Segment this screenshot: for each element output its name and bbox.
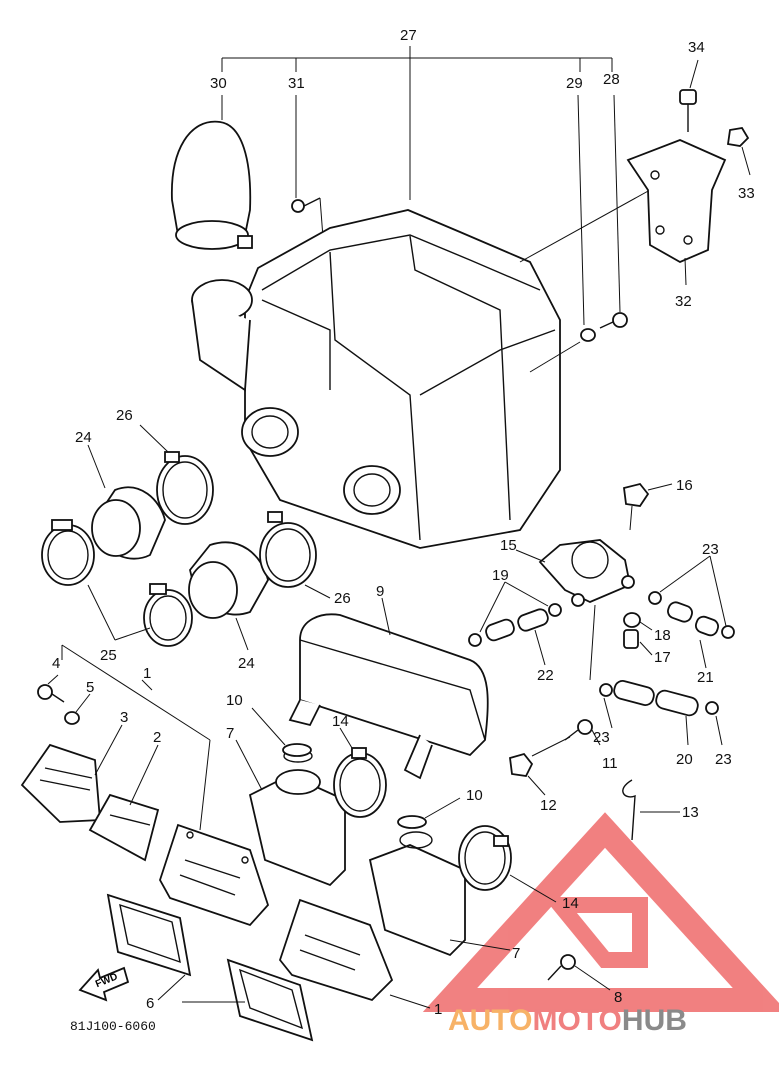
callout-12: 12 bbox=[540, 797, 557, 814]
callout-14-upper: 14 bbox=[332, 713, 349, 730]
callout-24-lower: 24 bbox=[238, 655, 255, 672]
callout-34: 34 bbox=[688, 39, 705, 56]
logo-triangle-icon bbox=[422, 812, 779, 1012]
callout-9: 9 bbox=[376, 583, 384, 600]
part-11-bolt bbox=[564, 719, 601, 746]
part-14-clamp-lower bbox=[458, 825, 557, 903]
callout-30: 30 bbox=[210, 75, 227, 92]
callout-28: 28 bbox=[603, 71, 620, 88]
callout-21: 21 bbox=[697, 669, 714, 686]
part-18-washer bbox=[623, 612, 653, 631]
part-14-clamp-upper bbox=[333, 727, 387, 818]
callout-27: 27 bbox=[400, 27, 417, 44]
callout-19: 19 bbox=[492, 567, 509, 584]
callout-15: 15 bbox=[500, 537, 517, 554]
callout-23-upper: 23 bbox=[702, 541, 719, 558]
part-6-gasket-left bbox=[106, 893, 192, 977]
part-34-bolt bbox=[679, 59, 699, 132]
part-25-clamp-left bbox=[41, 519, 95, 586]
callout-labels: 27 30 31 29 28 34 33 32 26 24 25 26 24 9… bbox=[52, 27, 755, 1018]
group-bracket-27 bbox=[221, 46, 613, 200]
callout-32: 32 bbox=[675, 293, 692, 310]
part-10-seal-upper bbox=[251, 707, 312, 757]
part-25-clamp-right bbox=[87, 583, 193, 647]
part-24-joint-lower bbox=[188, 541, 269, 651]
callout-18: 18 bbox=[654, 627, 671, 644]
part-6-gasket-right bbox=[157, 958, 314, 1042]
diagram-code: 81J100-6060 bbox=[70, 1019, 156, 1034]
callout-1-upper: 1 bbox=[143, 665, 151, 682]
callout-24-upper: 24 bbox=[75, 429, 92, 446]
callout-16: 16 bbox=[676, 477, 693, 494]
callout-14-lower: 14 bbox=[562, 895, 579, 912]
part-27-air-box bbox=[191, 189, 651, 549]
group-bracket-1 bbox=[61, 644, 211, 831]
callout-11: 11 bbox=[602, 755, 618, 772]
watermark-auto: AUTOMOTOHUB bbox=[448, 1004, 687, 1037]
callout-25: 25 bbox=[100, 647, 117, 664]
part-1-reed-block-lower bbox=[278, 898, 431, 1009]
part-32-bracket bbox=[626, 139, 727, 286]
part-17-spacer bbox=[623, 629, 653, 656]
callout-26-lower: 26 bbox=[334, 590, 351, 607]
callout-13: 13 bbox=[682, 804, 699, 821]
part-3-reed-stopper bbox=[20, 724, 123, 823]
callout-29: 29 bbox=[566, 75, 583, 92]
part-5-washer bbox=[64, 693, 91, 725]
callout-17: 17 bbox=[654, 649, 671, 666]
callout-23-right: 23 bbox=[715, 751, 732, 768]
part-12-nut bbox=[509, 736, 571, 796]
logo-inner-mark-icon bbox=[543, 897, 648, 968]
part-21-hose bbox=[667, 601, 720, 669]
callout-7-upper: 7 bbox=[226, 725, 234, 742]
fwd-arrow-icon: FWD bbox=[78, 966, 130, 1002]
callout-33: 33 bbox=[738, 185, 755, 202]
part-22-hose bbox=[485, 608, 549, 666]
part-23-clips-upper bbox=[648, 555, 735, 639]
automotohub-logo bbox=[422, 812, 779, 1012]
callout-31: 31 bbox=[288, 75, 305, 92]
part-28-bolt bbox=[599, 94, 628, 329]
part-4-screw bbox=[37, 674, 65, 703]
part-24-joint-upper bbox=[87, 444, 166, 560]
callout-22: 22 bbox=[537, 667, 554, 684]
part-9-resonator bbox=[288, 597, 489, 780]
callout-7-lower: 7 bbox=[512, 945, 520, 962]
callout-8: 8 bbox=[614, 989, 622, 1006]
callout-20: 20 bbox=[676, 751, 693, 768]
part-1-reed-block-upper bbox=[159, 823, 270, 927]
part-10-seal-lower bbox=[397, 797, 461, 829]
callout-4: 4 bbox=[52, 655, 60, 672]
callout-3: 3 bbox=[120, 709, 128, 726]
callout-23-middle: 23 bbox=[593, 729, 610, 746]
part-13-clip bbox=[622, 779, 680, 841]
part-29-washer bbox=[529, 94, 596, 373]
callout-26-upper: 26 bbox=[116, 407, 133, 424]
part-15-valve bbox=[515, 539, 635, 607]
part-16-cap bbox=[623, 482, 673, 531]
part-30-intake-duct bbox=[171, 95, 253, 250]
callout-6: 6 bbox=[146, 995, 154, 1012]
part-26-clamp-upper bbox=[139, 424, 214, 525]
part-19-clip-pair bbox=[468, 581, 562, 647]
part-8-bolt bbox=[547, 954, 611, 991]
part-7-intake-joint-lower bbox=[368, 831, 511, 957]
part-33-nut bbox=[726, 127, 751, 176]
part-26-clamp-lower bbox=[259, 511, 331, 599]
callout-10-lower: 10 bbox=[466, 787, 483, 804]
callout-5: 5 bbox=[86, 679, 94, 696]
part-20-hose bbox=[589, 604, 723, 746]
part-2-reed-valve bbox=[88, 744, 160, 862]
callout-10-upper: 10 bbox=[226, 692, 243, 709]
callout-2: 2 bbox=[153, 729, 161, 746]
callout-1-lower: 1 bbox=[434, 1001, 442, 1018]
